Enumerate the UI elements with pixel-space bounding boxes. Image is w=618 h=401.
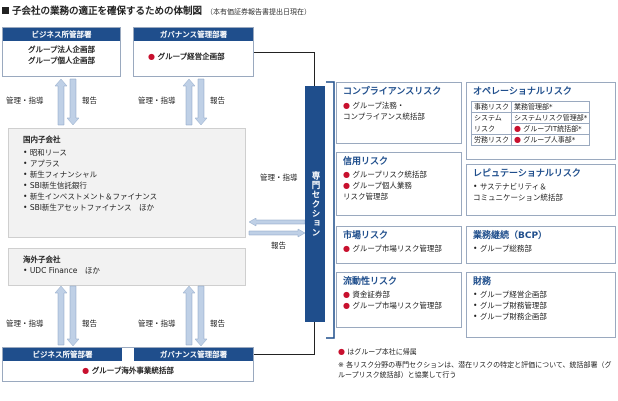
list-item: • SBI新生アセットファイナンス ほか xyxy=(23,203,154,212)
top-right-manage-label: 管理・指導 xyxy=(138,96,176,105)
top-governance-dept-header: ガバナンス管理部署 xyxy=(134,28,253,41)
bottom-arrows xyxy=(54,285,208,347)
list-item: • 昭和リース xyxy=(23,148,67,157)
specialist-section-label: 専門セクション xyxy=(310,170,320,238)
bottom-dept-box: ビジネス所管部署 ガバナンス管理部署 ● グループ海外事業統括部 xyxy=(2,347,254,382)
list-item: • グループ総務部 xyxy=(473,244,532,253)
red-dot-icon: ● xyxy=(343,181,350,190)
list-item: • UDC Finance ほか xyxy=(23,266,100,275)
credit-risk-box: 信用リスク ● グループリスク統括部 ● グループ個人業務 リスク管理部 xyxy=(336,152,462,216)
list-item: • グループ財務企画部 xyxy=(473,312,547,321)
table-row: 事務リスク 業務管理部* xyxy=(471,101,591,113)
finance-risk-title: 財務 xyxy=(473,277,492,287)
bottom-left-manage-label: 管理・指導 xyxy=(6,319,44,328)
list-item: • グループ財務管理部 xyxy=(473,301,547,310)
top-business-dept-line-2: グループ個人企画部 xyxy=(27,56,96,65)
title-note: （本有価証券報告書提出日現在） xyxy=(206,8,312,16)
market-risk-box: 市場リスク ● グループ市場リスク管理部 xyxy=(336,226,462,264)
list-item: • SBI新生信託銀行 xyxy=(23,181,87,190)
table-cell: 業務管理部* xyxy=(510,101,591,113)
title-square-icon xyxy=(2,7,9,14)
table-row: リスク ● グループIT統括部* xyxy=(471,123,591,135)
connector-line xyxy=(314,52,315,86)
reputational-risk-box: レピュテーショナルリスク • サステナビリティ＆ コミュニケーション統括部 xyxy=(466,164,616,216)
list-item: ● グループ個人業務 リスク管理部 xyxy=(343,181,412,201)
connector-line xyxy=(314,322,315,355)
list-item: ● グループ法務・ コンプライアンス統括部 xyxy=(343,101,425,121)
red-dot-icon: ● xyxy=(343,244,350,253)
table-row: 労務リスク ● グループ人事部* xyxy=(471,134,591,146)
red-dot-icon: ● xyxy=(343,290,350,299)
red-dot-icon: ● xyxy=(82,366,90,375)
list-item: • アプラス xyxy=(23,159,60,168)
table-cell: リスク xyxy=(471,123,512,135)
red-dot-icon: ● xyxy=(514,124,521,133)
table-cell: ● グループ人事部* xyxy=(510,134,591,146)
table-cell: 労務リスク xyxy=(471,134,512,146)
compliance-risk-title: コンプライアンスリスク xyxy=(343,87,442,97)
footnote-legend: ● はグループ本社に帰属 xyxy=(338,347,417,356)
red-dot-icon: ● xyxy=(338,347,345,356)
bottom-business-dept-header: ビジネス所管部署 xyxy=(3,348,122,361)
list-item: ● グループリスク統括部 xyxy=(343,170,427,179)
top-arrows xyxy=(54,78,208,126)
finance-risk-box: 財務 • グループ経営企画部 • グループ財務管理部 • グループ財務企画部 xyxy=(466,272,616,338)
table-cell: システムリスク管理部* xyxy=(510,112,591,124)
top-business-dept-line-1: グループ法人企画部 xyxy=(27,45,96,54)
list-item: ● グループ市場リスク管理部 xyxy=(343,244,442,253)
red-dot-icon: ● xyxy=(148,52,155,61)
bcp-risk-title: 業務継続（BCP） xyxy=(473,231,548,241)
operational-risk-title: オペレーショナルリスク xyxy=(473,87,572,97)
top-governance-dept-box: ガバナンス管理部署 ● グループ経営企画部 xyxy=(133,27,254,77)
middle-arrows xyxy=(248,218,306,238)
connector-line xyxy=(254,52,314,53)
operational-risk-table: 事務リスク 業務管理部* システム システムリスク管理部* リスク ● グループ… xyxy=(471,101,591,146)
red-dot-icon: ● xyxy=(514,135,521,144)
top-right-report-label: 報告 xyxy=(210,96,225,105)
specialist-section-bar: 専門セクション xyxy=(305,86,325,322)
domestic-title: 国内子会社 xyxy=(23,135,61,144)
middle-manage-label: 管理・指導 xyxy=(260,173,298,182)
top-business-dept-box: ビジネス所管部署 グループ法人企画部 グループ個人企画部 xyxy=(2,27,121,77)
red-dot-icon: ● xyxy=(343,101,350,110)
top-left-manage-label: 管理・指導 xyxy=(6,96,44,105)
diagram-title: 子会社の業務の適正を確保するための体制図（本有価証券報告書提出日現在） xyxy=(2,3,311,17)
market-risk-title: 市場リスク xyxy=(343,231,389,241)
list-item: • サステナビリティ＆ コミュニケーション統括部 xyxy=(473,182,563,202)
bottom-left-report-label: 報告 xyxy=(82,319,97,328)
list-item: ● グループ市場リスク管理部 xyxy=(343,301,442,310)
table-row: システム システムリスク管理部* xyxy=(471,112,591,124)
top-governance-item: グループ経営企画部 xyxy=(157,52,225,61)
top-left-report-label: 報告 xyxy=(82,96,97,105)
top-business-dept-header: ビジネス所管部署 xyxy=(3,28,120,41)
overseas-title: 海外子会社 xyxy=(23,255,61,264)
red-dot-icon: ● xyxy=(343,301,350,310)
table-cell: ● グループIT統括部* xyxy=(510,123,591,135)
middle-report-label: 報告 xyxy=(271,241,286,250)
red-dot-icon: ● xyxy=(343,170,350,179)
section-bracket xyxy=(326,81,335,339)
table-cell: システム xyxy=(471,112,512,124)
liquidity-risk-box: 流動性リスク ● 資金証券部 ● グループ市場リスク管理部 xyxy=(336,272,462,328)
connector-line xyxy=(254,354,314,355)
reputational-risk-title: レピュテーショナルリスク xyxy=(473,169,581,179)
bottom-item: グループ海外事業統括部 xyxy=(91,366,174,375)
domestic-subsidiaries-box: 国内子会社 • 昭和リース • アプラス • 新生フィナンシャル • SBI新生… xyxy=(8,128,246,238)
table-cell: 事務リスク xyxy=(471,101,512,113)
credit-risk-title: 信用リスク xyxy=(343,157,389,167)
list-item: • 新生インベストメント＆ファイナンス xyxy=(23,192,158,201)
compliance-risk-box: コンプライアンスリスク ● グループ法務・ コンプライアンス統括部 xyxy=(336,82,462,144)
list-item: • 新生フィナンシャル xyxy=(23,170,98,179)
bcp-risk-box: 業務継続（BCP） • グループ総務部 xyxy=(466,226,616,264)
footnote-text: ※ 各リスク分野の専門セクションは、潜在リスクの特定と評価について、統括部署（グ… xyxy=(338,361,612,379)
liquidity-risk-title: 流動性リスク xyxy=(343,277,398,287)
bottom-right-report-label: 報告 xyxy=(210,319,225,328)
operational-risk-box: オペレーショナルリスク 事務リスク 業務管理部* システム システムリスク管理部… xyxy=(466,82,616,160)
bottom-governance-dept-header: ガバナンス管理部署 xyxy=(134,348,253,361)
overseas-subsidiaries-box: 海外子会社 • UDC Finance ほか xyxy=(8,248,246,286)
list-item: • グループ経営企画部 xyxy=(473,290,547,299)
bottom-right-manage-label: 管理・指導 xyxy=(138,319,176,328)
list-item: ● 資金証券部 xyxy=(343,290,390,299)
